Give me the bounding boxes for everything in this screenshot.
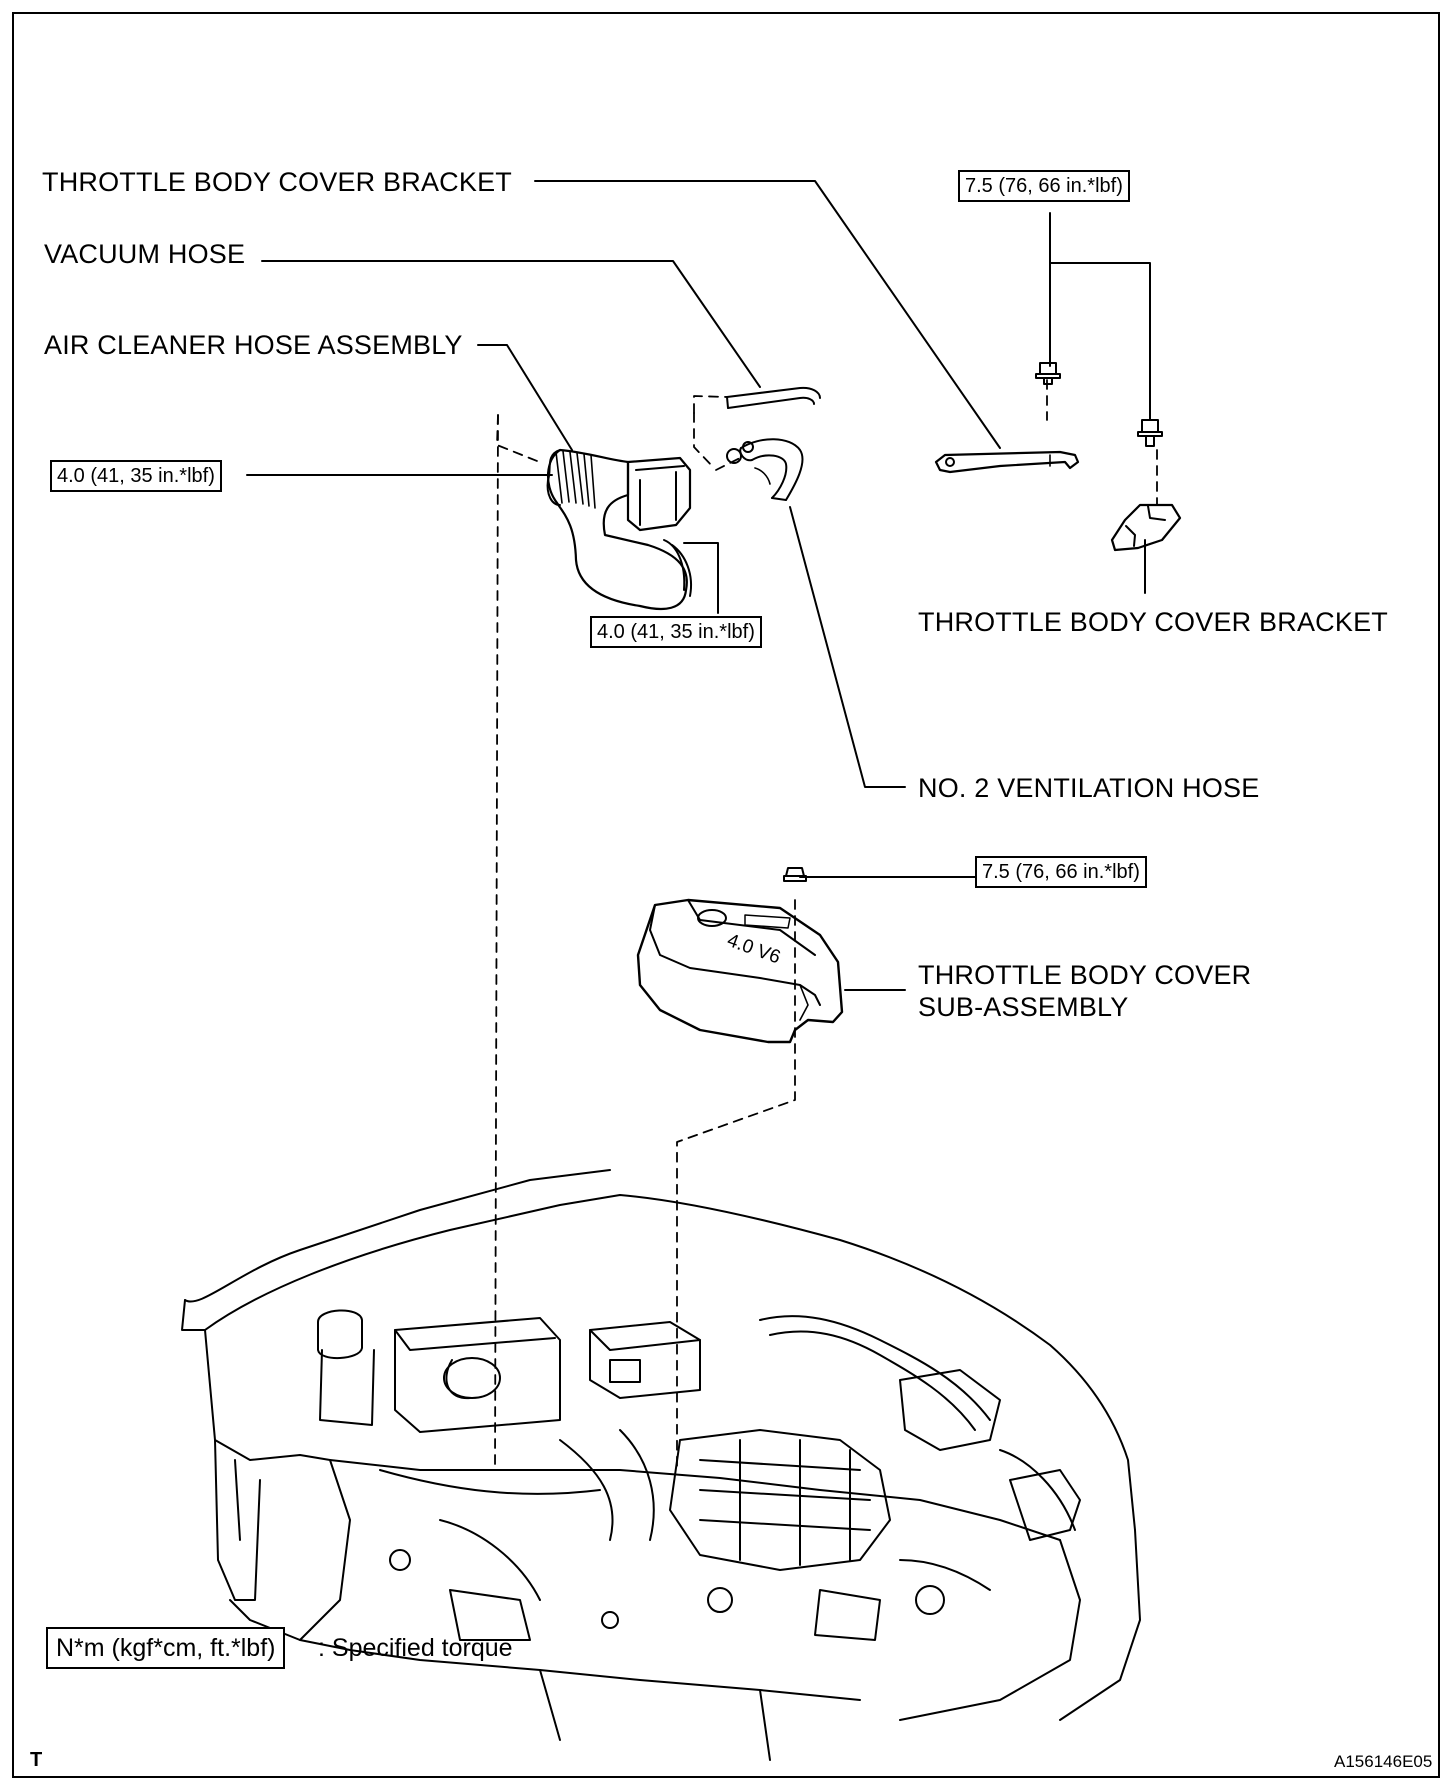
legend-torque-unit-box: N*m (kgf*cm, ft.*lbf) — [46, 1627, 286, 1669]
cover-nut — [783, 867, 807, 882]
flange-bolt — [1035, 362, 1061, 385]
torque-box-bracket-bolts: 7.5 (76, 66 in.*lbf) — [958, 170, 1130, 202]
torque-box-air-hose-clamp-left: 4.0 (41, 35 in.*lbf) — [50, 460, 222, 492]
legend-specified-torque: : Specified torque — [318, 1634, 513, 1662]
leader-lines — [246, 180, 1151, 991]
label-air-cleaner-hose-assembly: AIR CLEANER HOSE ASSEMBLY — [44, 330, 463, 360]
engine-bay-outline — [181, 1169, 1141, 1761]
torque-box-cover-nut: 7.5 (76, 66 in.*lbf) — [975, 856, 1147, 888]
label-throttle-body-cover-bracket-lower: THROTTLE BODY COVER BRACKET — [918, 607, 1388, 637]
lower-cover-bracket — [1110, 503, 1182, 552]
cover-engraving: 4.0 V6 — [724, 930, 783, 969]
footer-left-mark: T — [30, 1749, 43, 1771]
label-no2-ventilation-hose: NO. 2 VENTILATION HOSE — [918, 773, 1260, 803]
figure-code: A156146E05 — [1334, 1752, 1433, 1771]
label-throttle-body-cover-bracket-upper: THROTTLE BODY COVER BRACKET — [42, 167, 512, 197]
torque-box-air-hose-clamp-lower: 4.0 (41, 35 in.*lbf) — [590, 616, 762, 648]
label-throttle-body-cover-line2: SUB-ASSEMBLY — [918, 992, 1129, 1022]
diagram-frame — [12, 12, 1440, 1778]
throttle-body-cover: 4.0 V6 — [636, 898, 844, 1044]
upper-cover-bracket — [934, 450, 1080, 474]
vacuum-hose — [726, 386, 821, 409]
alignment-dashes — [494, 379, 1158, 1471]
air-cleaner-hose-assembly — [546, 448, 692, 611]
ventilation-hose — [726, 438, 804, 501]
flange-bolt — [1137, 419, 1163, 447]
label-vacuum-hose: VACUUM HOSE — [44, 239, 246, 269]
label-throttle-body-cover-line1: THROTTLE BODY COVER — [918, 960, 1252, 990]
